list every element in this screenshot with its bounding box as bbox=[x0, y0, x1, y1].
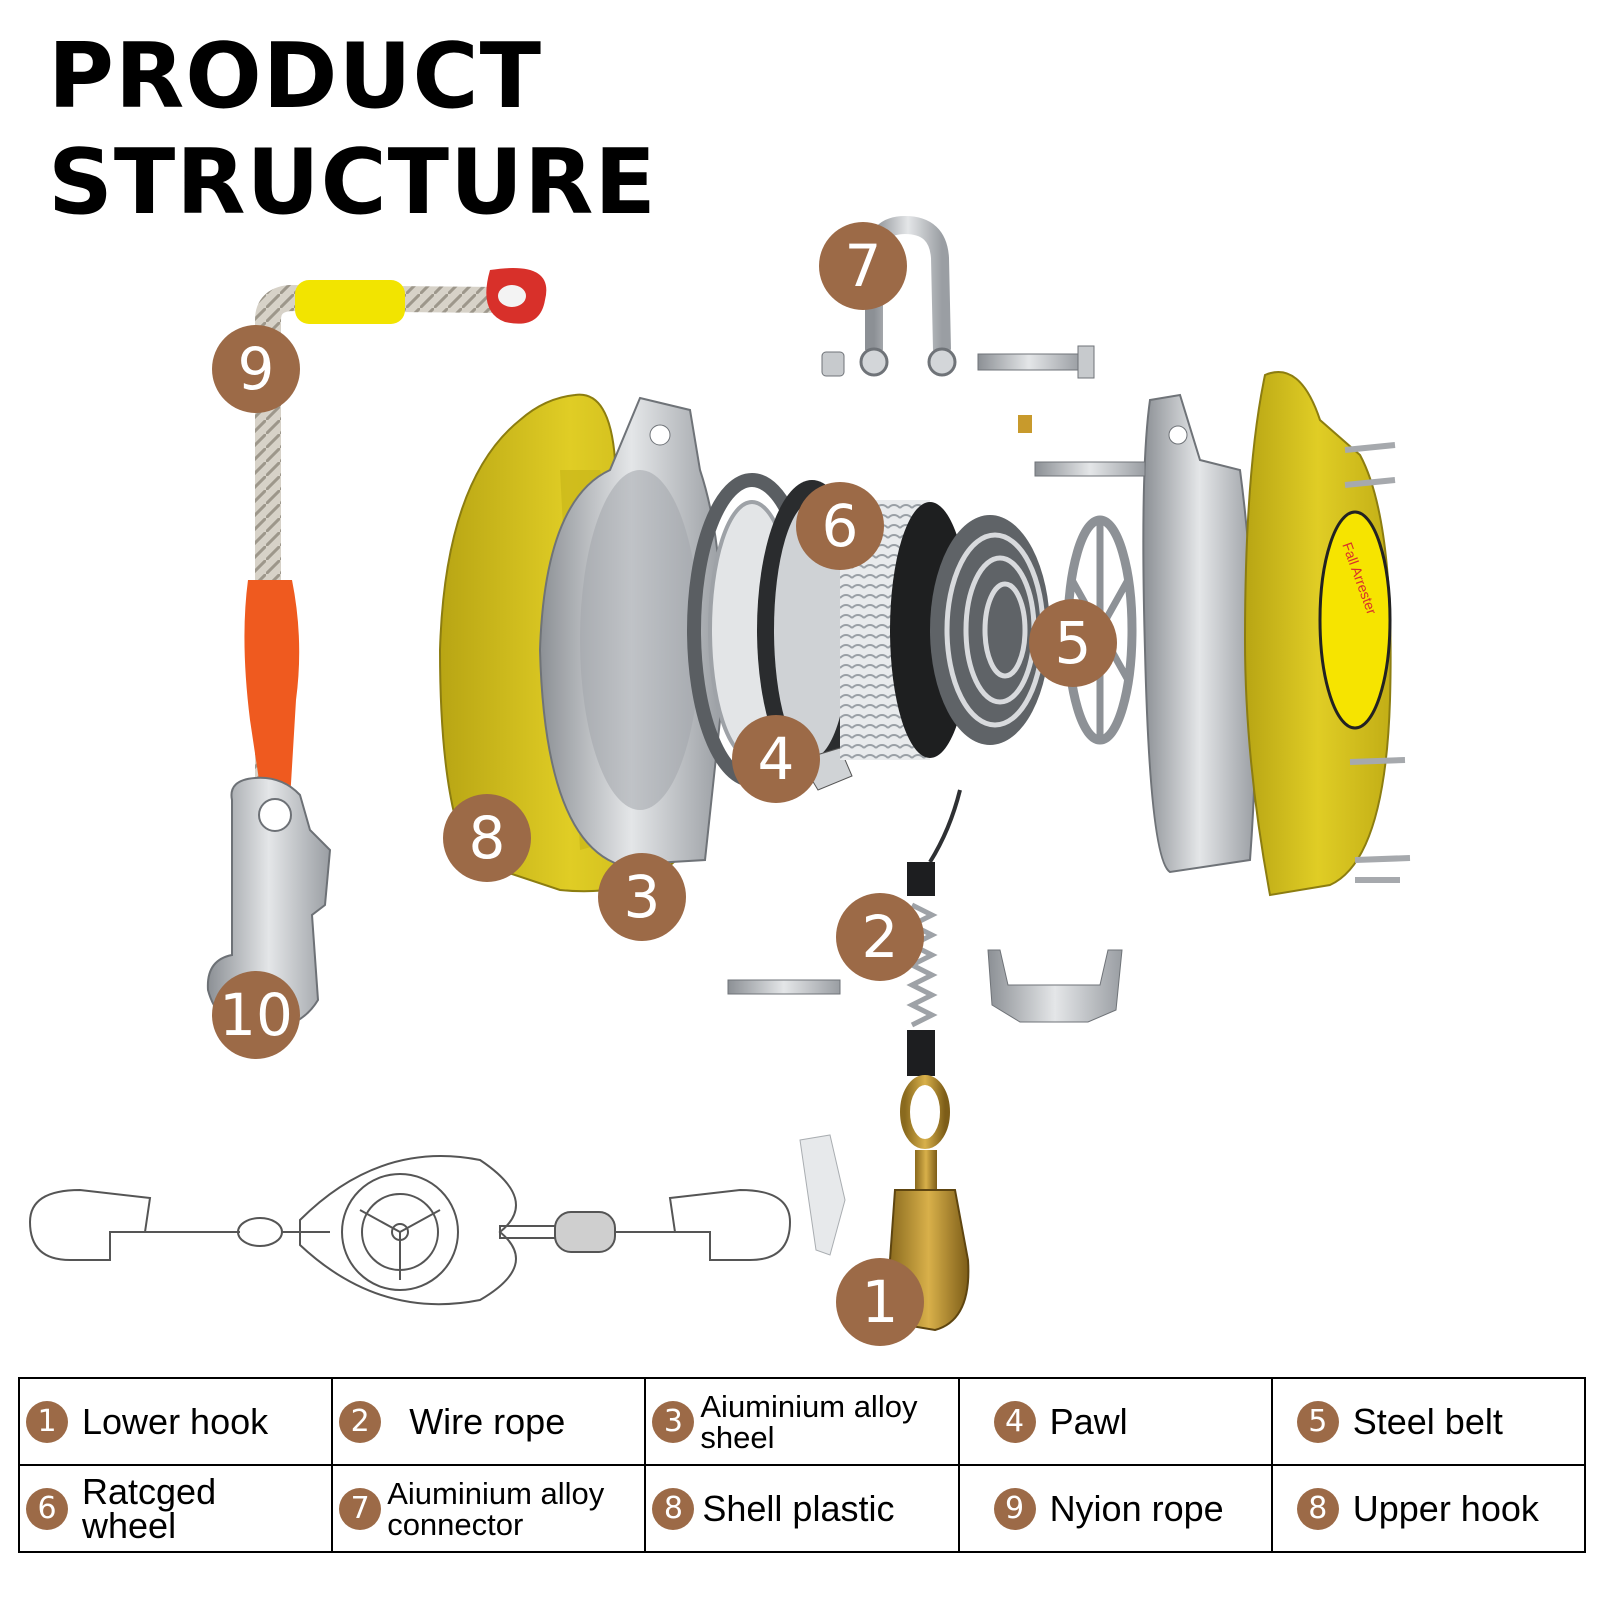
small-hardware bbox=[727, 415, 1146, 1023]
legend-number-badge: 9 bbox=[993, 1487, 1036, 1530]
legend-cell: 9 Nyion rope bbox=[957, 1464, 1273, 1553]
callouts: 1 2 3 4 5 6 7 8 9 10 bbox=[212, 222, 1117, 1346]
legend-label: Shell plastic bbox=[702, 1487, 895, 1529]
legend-cell: 2 Wire rope bbox=[331, 1377, 647, 1466]
latch-part bbox=[799, 1134, 846, 1256]
legend-cell: 5 Steel belt bbox=[1270, 1377, 1587, 1466]
parts-legend-table: 1 Lower hook 2 Wire rope 3 Aiuminium all… bbox=[17, 1377, 1587, 1553]
legend-cell: 7 Aiuminium alloy connector bbox=[331, 1464, 647, 1553]
exploded-view-diagram: Fall Arrester bbox=[28, 215, 1411, 1346]
product-label bbox=[1318, 510, 1392, 730]
legend-cell: 3 Aiuminium alloy sheel bbox=[644, 1377, 960, 1466]
svg-text:9: 9 bbox=[238, 335, 275, 403]
yellow-sleeve bbox=[295, 280, 405, 324]
svg-text:2: 2 bbox=[862, 903, 899, 971]
callout-3: 3 bbox=[598, 853, 686, 941]
svg-text:7: 7 bbox=[845, 232, 882, 300]
legend-number-badge: 8 bbox=[652, 1487, 695, 1530]
legend-row: 1 Lower hook 2 Wire rope 3 Aiuminium all… bbox=[17, 1377, 1587, 1466]
legend-cell: 8 Upper hook bbox=[1270, 1464, 1587, 1553]
bracket bbox=[987, 949, 1123, 1023]
legend-number-badge: 8 bbox=[1296, 1487, 1339, 1530]
legend-label: Aiuminium alloy connector bbox=[387, 1475, 605, 1542]
screws bbox=[1344, 442, 1411, 883]
title-line-2: STRUCTURE bbox=[48, 130, 657, 235]
legend-label: Lower hook bbox=[82, 1400, 269, 1442]
legend-number-badge: 5 bbox=[1296, 1400, 1339, 1443]
page-title: PRODUCT STRUCTURE bbox=[48, 24, 657, 236]
nylon-rope-lanyard bbox=[244, 268, 547, 820]
legend-label: Pawl bbox=[1049, 1400, 1128, 1442]
svg-text:3: 3 bbox=[624, 863, 661, 931]
callout-7: 7 bbox=[819, 222, 907, 310]
legend-cell: 8 Shell plastic bbox=[644, 1464, 960, 1553]
legend-label: Upper hook bbox=[1352, 1487, 1539, 1529]
callout-5: 5 bbox=[1029, 599, 1117, 687]
aluminium-alloy-shell bbox=[538, 396, 724, 867]
svg-text:10: 10 bbox=[219, 981, 293, 1049]
legend-number-badge: 3 bbox=[652, 1400, 695, 1443]
legend-number-badge: 2 bbox=[339, 1400, 382, 1443]
nut bbox=[821, 351, 845, 377]
right-aluminium-plate bbox=[1142, 393, 1257, 874]
legend-label: Aiuminium alloy sheel bbox=[700, 1388, 918, 1455]
callout-9: 9 bbox=[212, 325, 300, 413]
callout-4: 4 bbox=[732, 715, 820, 803]
legend-number-badge: 7 bbox=[339, 1487, 382, 1530]
legend-cell: 4 Pawl bbox=[957, 1377, 1273, 1466]
svg-text:5: 5 bbox=[1055, 609, 1092, 677]
legend-number-badge: 6 bbox=[26, 1487, 68, 1530]
callout-8: 8 bbox=[443, 794, 531, 882]
right-plastic-shell: Fall Arrester bbox=[1243, 371, 1411, 897]
legend-row: 6 Ratcged wheel 7 Aiuminium alloy connec… bbox=[17, 1464, 1587, 1553]
svg-text:4: 4 bbox=[758, 725, 795, 793]
legend-label: Wire rope bbox=[409, 1400, 566, 1442]
legend-number-badge: 1 bbox=[26, 1400, 68, 1443]
upper-hook-illustration bbox=[206, 776, 332, 1032]
svg-text:1: 1 bbox=[862, 1268, 899, 1336]
legend-cell: 6 Ratcged wheel bbox=[17, 1464, 334, 1553]
legend-number-badge: 4 bbox=[993, 1400, 1036, 1443]
legend-label: Steel belt bbox=[1352, 1400, 1503, 1442]
svg-text:6: 6 bbox=[822, 492, 859, 560]
shackle-bolt bbox=[977, 353, 1081, 371]
legend-cell: 1 Lower hook bbox=[17, 1377, 334, 1466]
title-line-1: PRODUCT bbox=[48, 24, 543, 129]
svg-text:8: 8 bbox=[469, 804, 506, 872]
callout-10: 10 bbox=[212, 971, 300, 1059]
legend-label: Ratcged wheel bbox=[82, 1470, 217, 1546]
line-drawing bbox=[28, 1155, 792, 1306]
callout-2: 2 bbox=[836, 893, 924, 981]
legend-label: Nyion rope bbox=[1049, 1487, 1224, 1529]
callout-6: 6 bbox=[796, 482, 884, 570]
callout-1: 1 bbox=[836, 1258, 924, 1346]
orange-shock-absorber bbox=[244, 580, 300, 800]
